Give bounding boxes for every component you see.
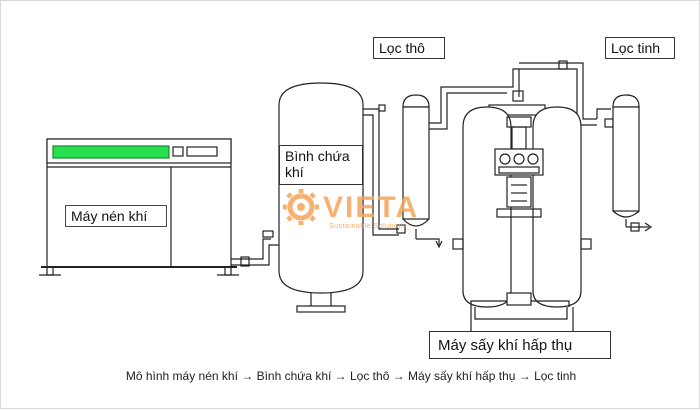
air-compressor (39, 138, 279, 276)
compressor-outlet-valve (240, 256, 250, 267)
diagram-caption: Mô hình máy nén khí → Bình chứa khí → Lọ… (125, 369, 577, 383)
coarse-filter (396, 68, 524, 249)
vieta-gear-logo (283, 189, 319, 225)
compressor-status-panel (52, 145, 170, 159)
dryer-label: Máy sấy khí hấp thụ (429, 331, 611, 359)
coarse-filter-label: Lọc thô (373, 37, 445, 59)
tank-label: Bình chứa khí (279, 145, 363, 185)
watermark-brand: VIETA (323, 191, 420, 224)
desiccant-dryer (452, 104, 592, 331)
fine-filter-label: Lọc tinh (605, 37, 675, 59)
fine-filter (612, 94, 653, 232)
compressor-label: Máy nén khí (65, 205, 167, 227)
watermark-tagline: Sustainable Solutions (329, 223, 407, 230)
receiver-tank (278, 82, 399, 313)
